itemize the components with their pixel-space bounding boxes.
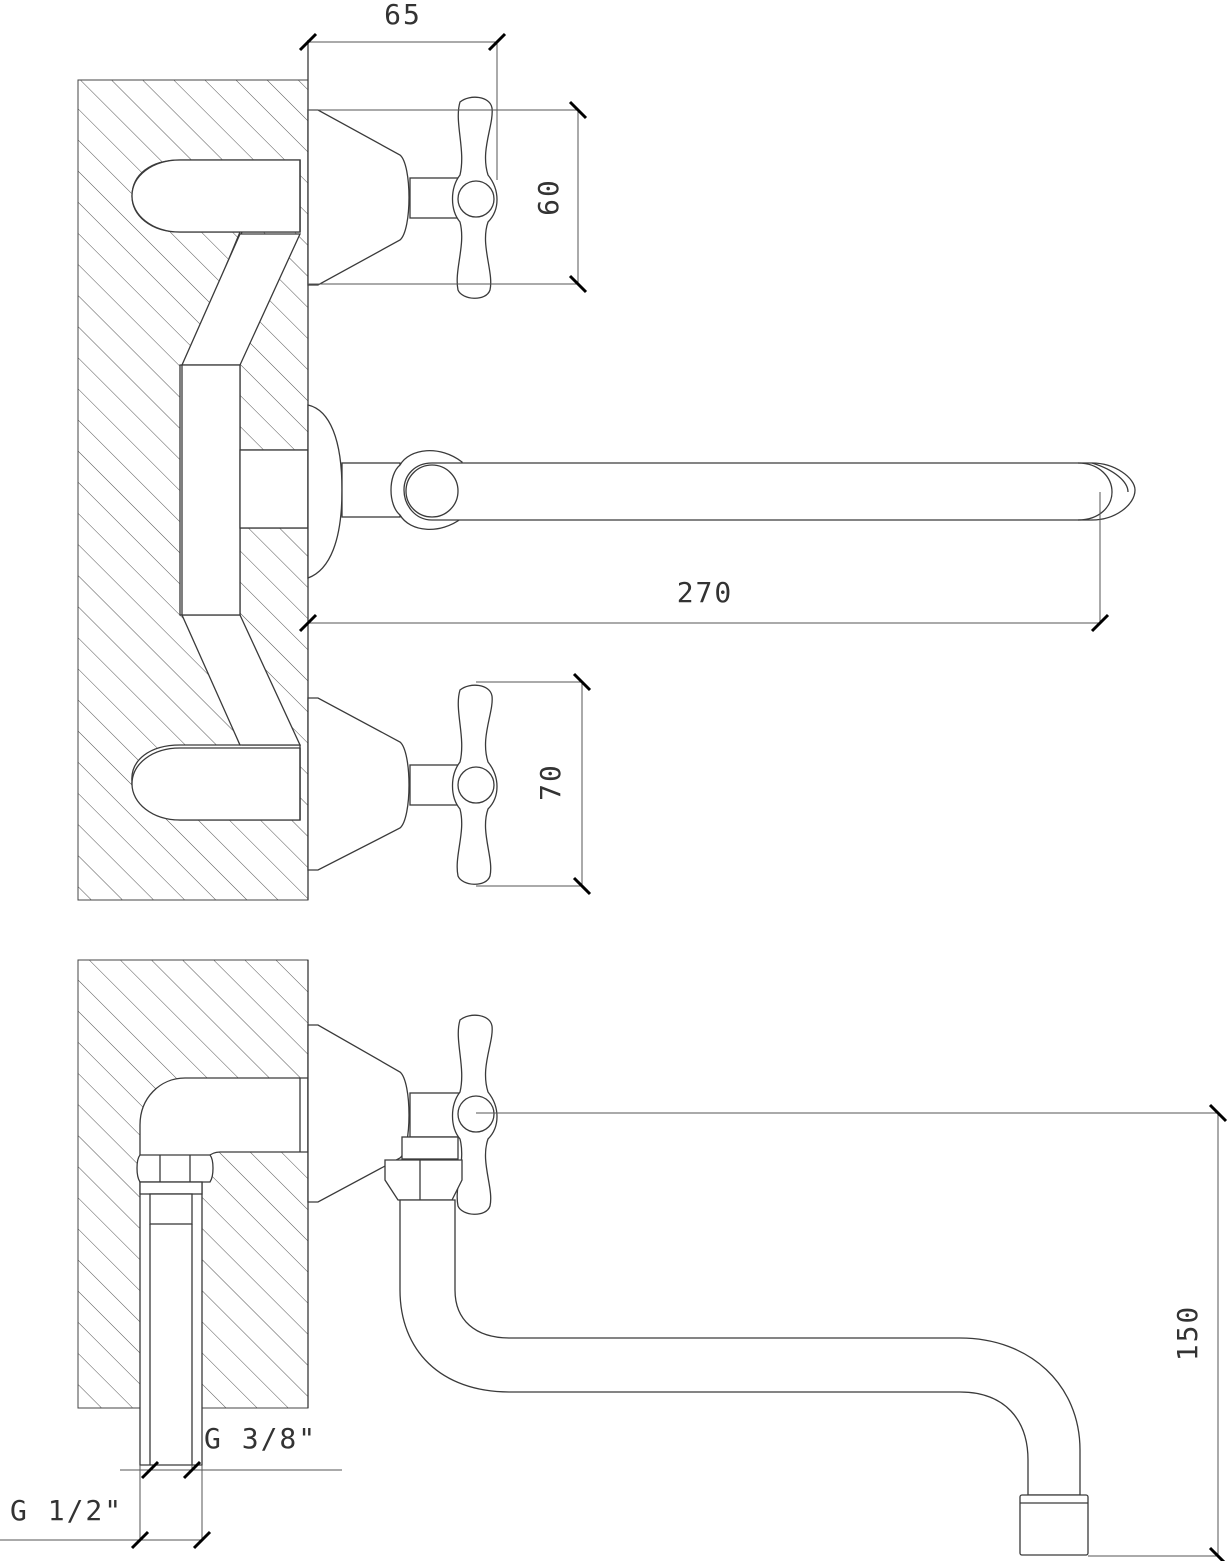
thread-label-3-8: G 3/8"	[204, 1422, 317, 1455]
dimension-label-60: 60	[532, 178, 565, 216]
upper-valve-escutcheon	[307, 109, 410, 286]
upper-valve-stem	[409, 177, 461, 219]
side-cross-handle	[451, 1014, 498, 1215]
lower-valve-stem	[409, 764, 461, 806]
thread-callout-3-8: G 3/8"	[120, 1422, 342, 1480]
upper-cross-handle	[451, 96, 498, 299]
lower-inlet-pipe	[131, 747, 301, 821]
thread-label-1-2: G 1/2"	[10, 1494, 123, 1527]
spout-nut-side	[384, 1159, 463, 1201]
mixer-body-in-wall	[181, 364, 241, 616]
dimension-label-70: 70	[534, 763, 567, 801]
side-valve-stem	[409, 1092, 461, 1138]
spout-curved-pipe	[399, 1199, 1081, 1496]
lower-valve-escutcheon	[307, 697, 410, 871]
dimension-270: 270	[298, 492, 1110, 633]
dimension-70: 70	[476, 672, 592, 896]
dimension-150: 150	[476, 1103, 1228, 1561]
top-view: 65 60 270 70	[77, 0, 1136, 901]
dimension-60: 60	[308, 100, 588, 294]
spout-escutcheon	[307, 404, 343, 579]
spout-aerator	[1019, 1494, 1089, 1556]
spout-pipe	[403, 462, 1136, 521]
dimension-65: 65	[298, 0, 507, 180]
inlet-hex-nut	[136, 1154, 214, 1183]
dimension-label-270: 270	[677, 576, 734, 609]
lower-cross-handle	[451, 684, 498, 885]
thread-callout-1-2: G 1/2"	[0, 1465, 212, 1550]
inlet-thread-insert	[149, 1193, 193, 1225]
side-view: 150 G 3/8" G 1/2"	[0, 959, 1228, 1561]
dimension-label-65: 65	[384, 0, 422, 31]
upper-inlet-pipe	[131, 159, 301, 233]
body-outlet-stub	[239, 449, 309, 529]
dimension-label-150: 150	[1171, 1305, 1204, 1362]
